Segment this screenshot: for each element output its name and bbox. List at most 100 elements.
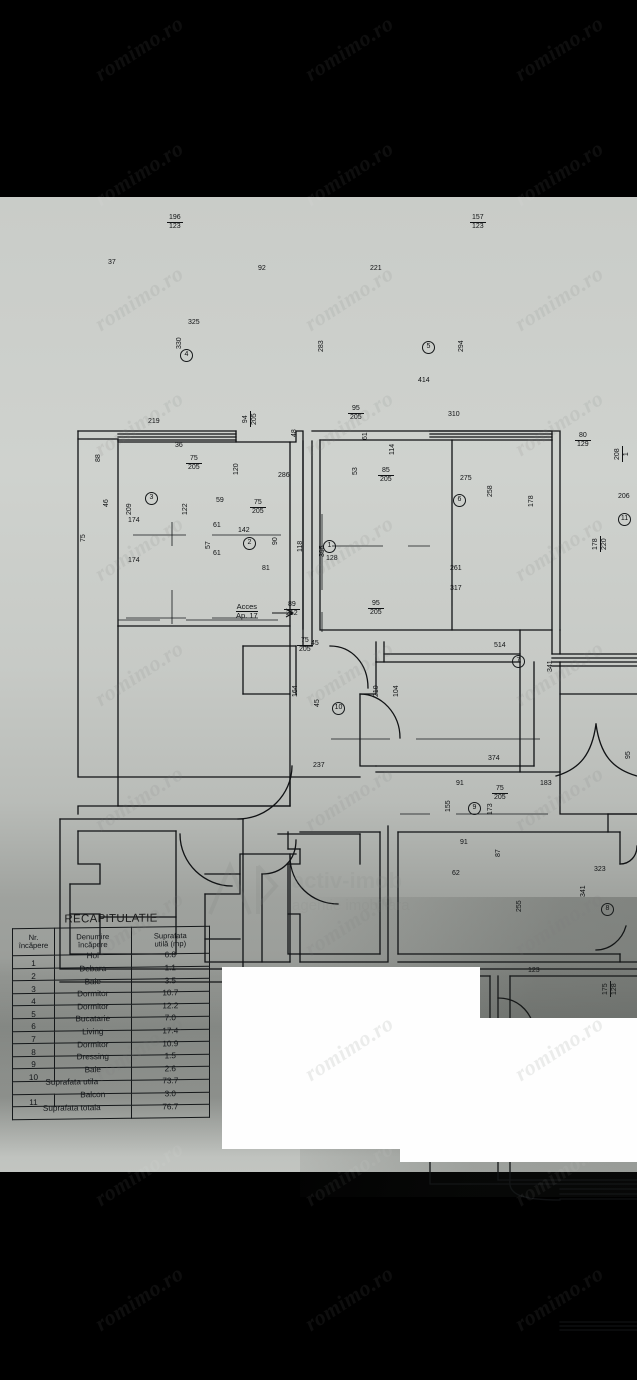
dim-310: 310	[448, 411, 460, 418]
dim-514: 514	[494, 642, 506, 649]
dim-142: 142	[238, 527, 250, 534]
dim-210: 210	[373, 685, 380, 697]
dim-174-b: 174	[128, 557, 140, 564]
dim-323: 323	[594, 866, 606, 873]
room-marker-10: 10	[332, 702, 345, 715]
dim-258: 258	[487, 485, 494, 497]
dim-237: 104	[393, 685, 400, 697]
cell-nr: 6	[12, 1018, 55, 1031]
dim-341-b: 341	[580, 885, 587, 897]
dim-118: 118	[297, 540, 304, 552]
dim-325: 325	[188, 319, 200, 326]
dim-88: 88	[95, 454, 102, 462]
room-marker-1: 1	[323, 540, 336, 553]
dim-120: 120	[233, 463, 240, 475]
dim-414: 414	[418, 377, 430, 384]
room-marker-8: 8	[601, 903, 614, 916]
room-marker-11: 11	[618, 513, 631, 526]
watermark-text: romimo.ro	[300, 10, 398, 86]
dim-75: 75	[80, 534, 87, 542]
dim-255: 255	[516, 900, 523, 912]
dim-123: 123	[528, 967, 540, 974]
dim-62: 62	[452, 870, 460, 877]
dim-294: 294	[458, 340, 465, 352]
dim-206: 206	[618, 493, 630, 500]
dim-122: 122	[182, 503, 189, 515]
total-area: 76.7	[131, 1102, 210, 1118]
header-nr: Nr.încăpere	[12, 928, 55, 956]
dim-219: 219	[148, 418, 160, 425]
svg-text:agentie imobiliara: agentie imobiliara	[292, 897, 410, 914]
cell-nr: 5	[12, 1005, 55, 1019]
white-overlay-box-2	[400, 1018, 637, 1162]
cell-nr: 8	[12, 1043, 55, 1057]
dim-221: 221	[370, 265, 382, 272]
dim-341-a: 341	[547, 660, 554, 672]
dim-61-b: 61	[213, 550, 221, 557]
cell-nr: 7	[12, 1030, 55, 1044]
dim-45-a: 45	[311, 640, 319, 647]
dim-92: 92	[258, 265, 266, 272]
dim-128: 128	[326, 555, 338, 562]
cell-nr: 9	[12, 1055, 55, 1069]
room-marker-3: 3	[145, 492, 158, 505]
dim-53: 53	[352, 467, 359, 475]
dim-209: 209	[126, 503, 133, 515]
dim-283: 283	[318, 340, 325, 352]
dim-173: 173	[487, 803, 494, 815]
watermark-text: romimo.ro	[90, 10, 188, 86]
total-row: Suprafata totala 76.7	[12, 1102, 210, 1120]
access-label: Acces Ap. 17	[236, 602, 258, 621]
dim-178: 178	[528, 495, 535, 507]
dim-275: 275	[460, 475, 472, 482]
svg-text:activ-imob: activ-imob	[292, 868, 402, 893]
cell-nr: 1	[12, 955, 55, 968]
room-marker-5: 5	[422, 341, 435, 354]
dim-91-b: 91	[460, 839, 468, 846]
dim-155: 155	[445, 800, 452, 812]
dim-90: 90	[272, 537, 279, 545]
room-marker-4: 4	[180, 349, 193, 362]
dim-174-a: 174	[128, 517, 140, 524]
access-arrow-icon	[272, 608, 295, 618]
dim-330: 330	[176, 337, 183, 349]
dim-48: 48	[291, 429, 298, 437]
dim-374: 374	[488, 755, 500, 762]
dim-114: 114	[389, 443, 396, 455]
dim-95-side: 95	[625, 751, 632, 759]
dim-164: 164	[292, 685, 299, 697]
dim-36: 36	[175, 442, 183, 449]
dim-37: 37	[108, 259, 116, 266]
dim-104: 237	[313, 762, 325, 769]
dim-45-b: 45	[314, 699, 321, 707]
dim-261: 261	[450, 565, 462, 572]
dim-91-a: 91	[456, 780, 464, 787]
dim-59: 59	[216, 497, 224, 504]
dim-57: 57	[205, 541, 212, 549]
cell-nr: 4	[12, 992, 55, 1006]
room-marker-9: 9	[468, 802, 481, 815]
activ-imob-logo-watermark: activ-imob agentie imobiliara	[208, 860, 410, 915]
dim-61-a: 61	[213, 522, 221, 529]
total-label: Suprafata totala	[12, 1103, 132, 1120]
room-marker-2: 2	[243, 537, 256, 550]
dim-46: 46	[103, 499, 110, 507]
dim-81: 81	[262, 565, 270, 572]
room-marker-6: 6	[453, 494, 466, 507]
